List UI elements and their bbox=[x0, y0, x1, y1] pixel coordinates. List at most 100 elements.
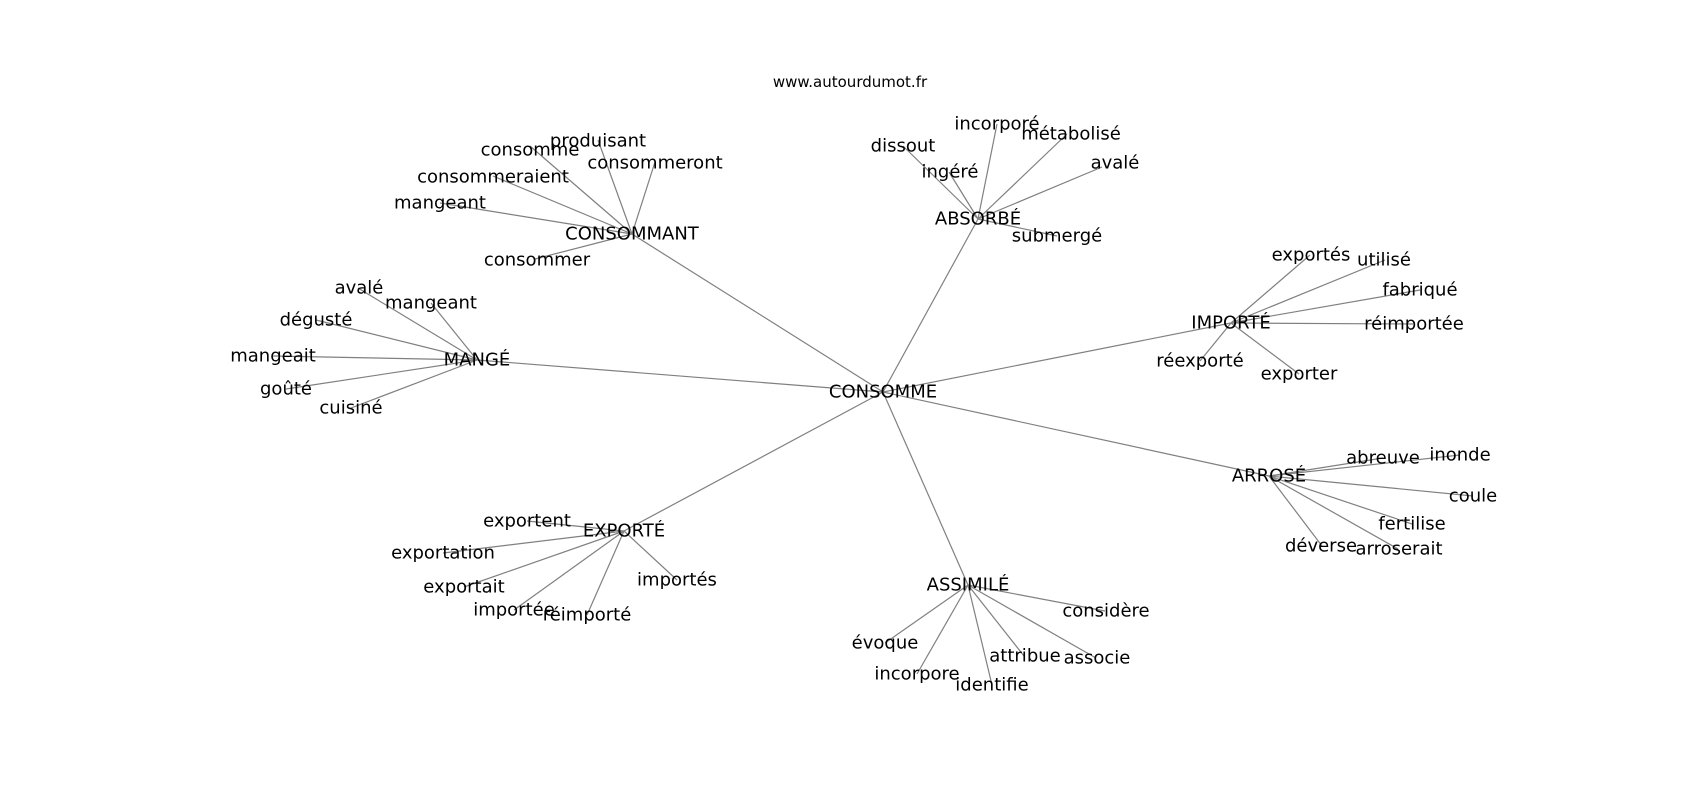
edge-exporte-leaf-4 bbox=[586, 530, 625, 616]
cluster-word-mange[interactable]: MANGÉ bbox=[444, 349, 511, 371]
leaf-word-mange-0[interactable]: avalé bbox=[335, 278, 384, 299]
leaf-word-assimile-4[interactable]: incorpore bbox=[874, 664, 959, 685]
cluster-word-assimile[interactable]: ASSIMILÉ bbox=[927, 574, 1010, 596]
edge-mange-leaf-3 bbox=[272, 355, 478, 361]
cluster-word-consommant[interactable]: CONSOMMANT bbox=[565, 224, 700, 245]
edge-importe-leaf-1 bbox=[1230, 259, 1386, 324]
edge-center-exporte bbox=[623, 391, 884, 532]
leaf-word-consommant-3[interactable]: consommeraient bbox=[417, 167, 569, 188]
leaf-word-exporte-1[interactable]: exportation bbox=[391, 543, 495, 564]
leaf-word-importe-4[interactable]: réexporté bbox=[1156, 351, 1243, 372]
leaf-word-absorbe-0[interactable]: incorporé bbox=[954, 114, 1039, 135]
leaf-word-arrose-2[interactable]: coule bbox=[1449, 486, 1497, 507]
edge-assimile-leaf-5 bbox=[967, 584, 993, 686]
edge-arrose-leaf-4 bbox=[1268, 475, 1399, 550]
leaf-word-importe-1[interactable]: utilisé bbox=[1357, 250, 1411, 271]
leaf-word-mange-5[interactable]: cuisiné bbox=[319, 398, 382, 419]
edge-center-mange bbox=[476, 359, 884, 393]
edge-arrose-leaf-0 bbox=[1268, 457, 1384, 477]
leaf-word-arrose-5[interactable]: déverse bbox=[1285, 536, 1357, 557]
leaf-word-arrose-0[interactable]: abreuve bbox=[1346, 448, 1420, 469]
edge-consommant-leaf-4 bbox=[439, 202, 633, 235]
source-label: www.autourdumot.fr bbox=[773, 73, 928, 91]
leaf-word-absorbe-3[interactable]: ingéré bbox=[922, 162, 979, 183]
leaf-word-arrose-1[interactable]: inonde bbox=[1429, 445, 1490, 466]
leaf-word-mange-2[interactable]: dégusté bbox=[280, 310, 353, 331]
edge-arrose-leaf-3 bbox=[1268, 475, 1413, 525]
center-word[interactable]: CONSOMME bbox=[829, 382, 937, 403]
leaf-word-arrose-3[interactable]: fertilise bbox=[1378, 514, 1445, 535]
edge-mange-leaf-0 bbox=[357, 287, 478, 361]
leaf-word-mange-4[interactable]: goûté bbox=[260, 379, 312, 400]
edge-center-importe bbox=[882, 322, 1232, 393]
edge-absorbe-leaf-3 bbox=[948, 171, 979, 220]
edge-center-arrose bbox=[882, 391, 1270, 477]
cluster-word-importe[interactable]: IMPORTÉ bbox=[1191, 312, 1270, 334]
edge-absorbe-leaf-4 bbox=[977, 166, 1103, 220]
leaf-word-consommant-4[interactable]: mangeant bbox=[394, 193, 486, 214]
leaf-word-consommant-0[interactable]: consomme bbox=[481, 140, 580, 161]
leaf-word-exporte-2[interactable]: exportait bbox=[423, 577, 504, 598]
edge-arrose-leaf-2 bbox=[1268, 475, 1474, 497]
leaf-word-assimile-0[interactable]: considère bbox=[1062, 601, 1149, 622]
leaf-word-absorbe-2[interactable]: dissout bbox=[871, 136, 936, 157]
edge-consommant-leaf-5 bbox=[534, 233, 633, 260]
leaf-word-absorbe-4[interactable]: avalé bbox=[1091, 153, 1140, 174]
leaf-word-arrose-4[interactable]: arroserait bbox=[1355, 539, 1442, 560]
cluster-word-absorbe[interactable]: ABSORBÉ bbox=[935, 208, 1021, 230]
edge-mange-leaf-5 bbox=[350, 359, 478, 409]
edge-arrose-leaf-5 bbox=[1268, 475, 1323, 547]
leaf-word-importe-5[interactable]: exporter bbox=[1261, 364, 1338, 385]
leaf-word-consommant-5[interactable]: consommer bbox=[484, 250, 591, 271]
leaf-word-assimile-1[interactable]: évoque bbox=[852, 633, 919, 654]
edge-center-consommant bbox=[631, 233, 884, 393]
edge-exporte-leaf-3 bbox=[513, 530, 625, 611]
edge-importe-leaf-4 bbox=[1199, 322, 1232, 362]
leaf-word-exporte-3[interactable]: importée bbox=[473, 600, 555, 621]
edge-mange-leaf-2 bbox=[315, 319, 478, 361]
leaf-word-exporte-0[interactable]: exportent bbox=[483, 511, 571, 532]
leaf-word-consommant-2[interactable]: consommeront bbox=[587, 153, 722, 174]
graph-edges bbox=[272, 123, 1474, 686]
leaf-word-assimile-3[interactable]: associe bbox=[1064, 648, 1131, 669]
edge-absorbe-leaf-1 bbox=[977, 133, 1068, 220]
edge-mange-leaf-1 bbox=[430, 302, 478, 361]
edge-consommant-leaf-3 bbox=[492, 175, 633, 235]
edge-exporte-leaf-1 bbox=[442, 530, 625, 554]
leaf-word-exporte-4[interactable]: réimporté bbox=[543, 605, 632, 626]
edge-exporte-leaf-0 bbox=[526, 520, 625, 532]
leaf-word-exporte-5[interactable]: importés bbox=[637, 570, 717, 591]
edge-center-absorbe bbox=[882, 218, 979, 393]
leaf-word-importe-0[interactable]: exportés bbox=[1272, 245, 1351, 266]
edge-absorbe-leaf-5 bbox=[977, 218, 1058, 237]
leaf-word-consommant-1[interactable]: produisant bbox=[550, 131, 646, 152]
edge-importe-leaf-0 bbox=[1230, 254, 1311, 324]
edge-assimile-leaf-4 bbox=[916, 584, 969, 675]
edge-consommant-leaf-0 bbox=[529, 145, 633, 235]
leaf-word-mange-1[interactable]: mangeant bbox=[385, 293, 477, 314]
edge-importe-leaf-2 bbox=[1230, 289, 1421, 324]
cluster-word-arrose[interactable]: ARROSÉ bbox=[1232, 465, 1306, 487]
edge-absorbe-leaf-0 bbox=[977, 123, 998, 220]
leaf-word-absorbe-1[interactable]: métabolisé bbox=[1021, 124, 1121, 145]
edge-assimile-leaf-2 bbox=[967, 584, 1025, 657]
leaf-word-assimile-2[interactable]: attribue bbox=[989, 646, 1060, 667]
leaf-word-absorbe-5[interactable]: submergé bbox=[1012, 226, 1102, 247]
edge-mange-leaf-4 bbox=[285, 359, 478, 390]
leaf-word-importe-3[interactable]: réimportée bbox=[1364, 314, 1464, 335]
edge-assimile-leaf-3 bbox=[967, 584, 1097, 659]
graph-labels: CONSOMMECONSOMMANTconsommeproduisantcons… bbox=[230, 114, 1497, 696]
edge-assimile-leaf-1 bbox=[884, 584, 969, 644]
edge-consommant-leaf-2 bbox=[631, 161, 656, 235]
edge-exporte-leaf-2 bbox=[463, 530, 625, 588]
leaf-word-importe-2[interactable]: fabriqué bbox=[1382, 280, 1457, 301]
edge-arrose-leaf-1 bbox=[1268, 454, 1461, 477]
cluster-word-exporte[interactable]: EXPORTÉ bbox=[583, 520, 665, 542]
edge-importe-leaf-5 bbox=[1230, 322, 1300, 375]
edge-center-assimile bbox=[882, 391, 969, 586]
edge-exporte-leaf-5 bbox=[623, 530, 678, 581]
leaf-word-assimile-5[interactable]: identifie bbox=[955, 675, 1028, 696]
leaf-word-mange-3[interactable]: mangeait bbox=[230, 346, 316, 367]
edge-assimile-leaf-0 bbox=[967, 584, 1106, 612]
